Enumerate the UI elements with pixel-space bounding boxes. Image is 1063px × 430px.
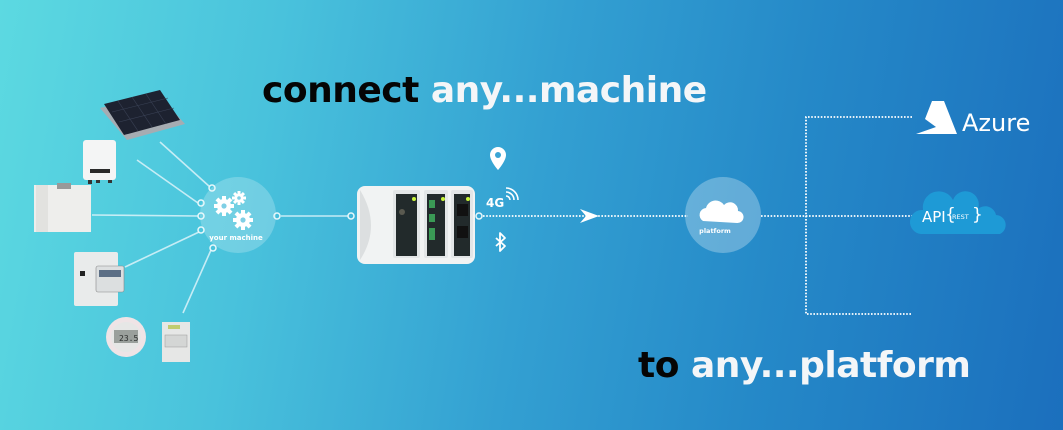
thermostat <box>106 317 146 357</box>
hub-connector-dots <box>197 184 483 252</box>
bluetooth-icon <box>495 232 506 252</box>
heat-pump-unit <box>34 183 91 232</box>
signal-icon <box>505 187 519 201</box>
link-solar-panel <box>159 141 211 188</box>
rest-badge: REST <box>952 213 969 221</box>
link-heat-pump <box>91 214 199 217</box>
location-pin-icon <box>490 147 506 170</box>
headline-platform-prefix: to <box>638 345 679 386</box>
link-inverter <box>136 159 199 204</box>
headline-connect: connect any...machine <box>262 70 707 111</box>
dotted-bracket <box>805 116 912 315</box>
energy-meter <box>74 252 125 306</box>
azure-logo-icon <box>916 101 957 134</box>
headline-connect-highlight: any...machine <box>430 70 707 111</box>
cloud-icon <box>699 200 744 224</box>
headline-connect-prefix: connect <box>262 70 419 111</box>
link-smart-meter <box>182 249 212 314</box>
gateway-device <box>357 186 475 264</box>
api-label: API <box>922 208 946 226</box>
link-energy-meter <box>124 231 200 268</box>
hub-label: your machine <box>209 234 263 242</box>
api-cloud-icon <box>909 191 1006 234</box>
solar-panel <box>100 90 185 140</box>
inverter <box>83 140 116 184</box>
headline-platform-highlight: any...platform <box>691 345 971 386</box>
smart-meter <box>162 322 190 362</box>
thermostat-display: 23.5 <box>119 334 138 343</box>
api-open-brace: { <box>945 205 956 225</box>
headline-platform: to any...platform <box>638 345 971 386</box>
send-arrow-icon <box>580 209 599 223</box>
azure-label: Azure <box>962 109 1031 137</box>
network-4g-label: 4G <box>486 196 505 210</box>
api-close-brace: } <box>972 205 983 225</box>
gears-icon <box>214 191 253 230</box>
platform-label: platform <box>699 227 731 235</box>
